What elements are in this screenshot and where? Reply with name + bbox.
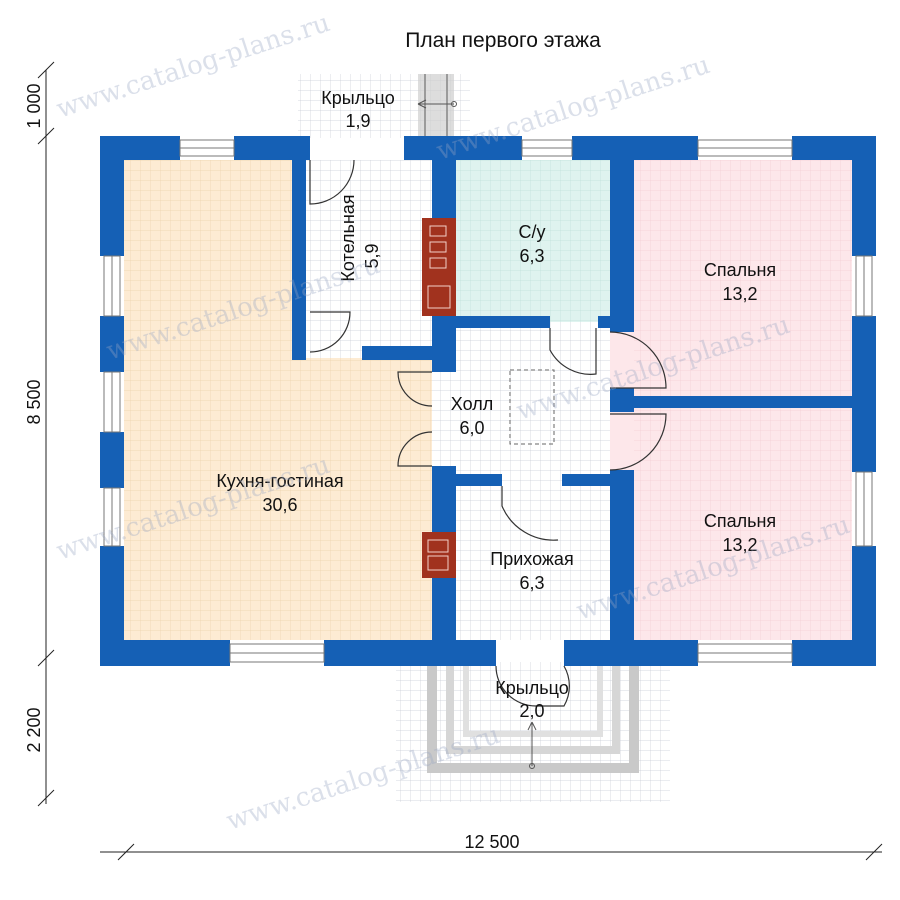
windows <box>103 139 873 663</box>
walls <box>100 136 876 666</box>
entry-name: Прихожая <box>490 549 573 569</box>
room-floors <box>124 160 852 640</box>
bathroom-name: С/у <box>519 222 546 242</box>
attic-hatch <box>509 369 555 445</box>
chimney-top <box>422 218 456 316</box>
dimension-labels: 12 500 1 000 8 500 2 200 <box>24 83 520 852</box>
doors <box>309 159 667 707</box>
bedroom-2-name: Спальня <box>704 511 776 531</box>
porch-bottom-area: 2,0 <box>519 701 544 721</box>
bedroom-2-area: 13,2 <box>722 535 757 555</box>
dim-left-top: 1 000 <box>24 83 44 128</box>
dim-left-middle: 8 500 <box>24 379 44 424</box>
hall-area: 6,0 <box>459 418 484 438</box>
watermark: www.catalog-plans.ru <box>53 8 334 125</box>
entry-area: 6,3 <box>519 573 544 593</box>
dim-width: 12 500 <box>464 832 519 852</box>
porch-bottom <box>396 662 670 802</box>
kitchen-living-area: 30,6 <box>262 495 297 515</box>
hall-name: Холл <box>451 394 493 414</box>
bathroom-area: 6,3 <box>519 246 544 266</box>
dimensions <box>37 61 883 861</box>
porch-bottom-name: Крыльцо <box>495 678 568 698</box>
bedroom-1-area: 13,2 <box>722 284 757 304</box>
boiler-room-name: Котельная <box>338 194 358 281</box>
chimney-bottom <box>422 532 456 578</box>
dim-left-bottom: 2 200 <box>24 707 44 752</box>
porch-top <box>298 74 470 138</box>
porch-top-area: 1,9 <box>345 111 370 131</box>
porch-top-name: Крыльцо <box>321 88 394 108</box>
room-labels: Кухня-гостиная 30,6 Котельная 5,9 С/у 6,… <box>216 88 776 721</box>
bedroom-1-name: Спальня <box>704 260 776 280</box>
kitchen-living-name: Кухня-гостиная <box>216 471 343 491</box>
boiler-room-area: 5,9 <box>362 243 382 268</box>
plan-title: План первого этажа <box>405 29 601 52</box>
